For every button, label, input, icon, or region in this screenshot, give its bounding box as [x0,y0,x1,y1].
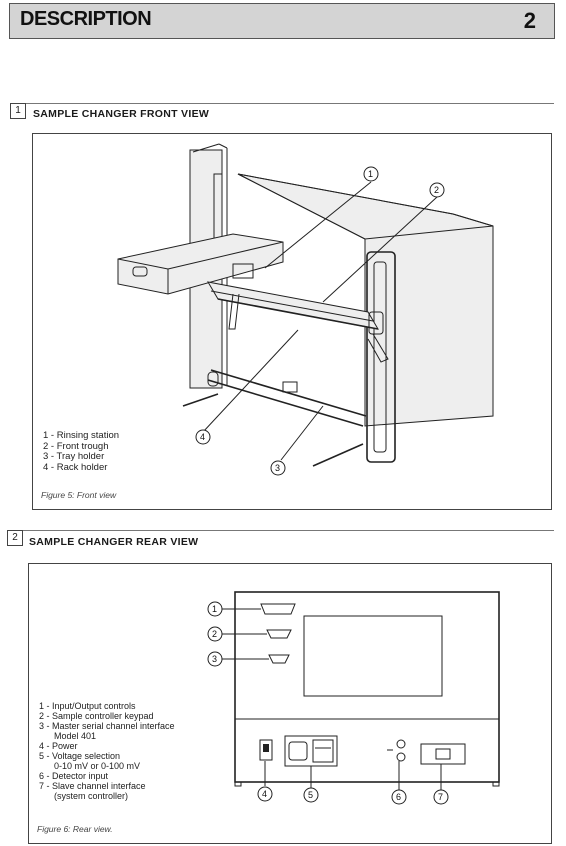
figure6-caption: Figure 6: Rear view. [37,824,113,834]
svg-text:5: 5 [308,790,313,800]
rear-window [303,615,443,697]
section1-number: 1 [10,103,26,119]
svg-text:1: 1 [368,169,373,179]
legend-item: 1 - Input/Output controls [39,701,136,711]
svg-text:7: 7 [438,792,443,802]
svg-text:3: 3 [275,463,280,473]
connector-master [268,654,290,664]
legend-item: 7 - Slave channel interface [39,781,146,791]
section1-title: SAMPLE CHANGER FRONT VIEW [33,108,210,120]
page-title: DESCRIPTION [20,8,152,30]
svg-text:3: 3 [212,654,217,664]
callout-3: 3 [207,651,223,667]
callout-5: 5 [303,787,319,803]
legend-item: 4 - Power [39,741,78,751]
legend-item: 2 - Sample controller keypad [39,711,154,721]
figure6-legend: 1 - Input/Output controls 2 - Sample con… [39,701,175,801]
figure5-panel: 1 2 3 4 1 - Rinsing station 2 - Front tr… [32,133,552,510]
svg-text:2: 2 [212,629,217,639]
callout-4: 4 [195,429,211,445]
section1-rule [10,103,554,104]
callout-2: 2 [429,182,445,198]
legend-item: 5 - Voltage selection [39,751,121,761]
front-view-drawing: 1 2 3 4 [117,143,494,476]
legend-item: Model 401 [39,731,97,741]
svg-text:6: 6 [396,792,401,802]
callout-4: 4 [257,786,273,802]
figure5-caption: Figure 5: Front view [41,490,117,500]
svg-text:1: 1 [212,604,217,614]
svg-text:4: 4 [200,432,205,442]
section2-title: SAMPLE CHANGER REAR VIEW [29,536,199,548]
legend-item: 6 - Detector input [39,771,109,781]
callout-3: 3 [270,460,286,476]
callout-1: 1 [207,601,223,617]
legend-item: 0-10 mV or 0-100 mV [39,761,141,771]
connector-io [260,603,296,615]
legend-item: 3 - Master serial channel interface [39,721,175,731]
legend-item: 4 - Rack holder [43,461,108,473]
legend-item: (system controller) [39,791,129,801]
page-number: 2 [523,8,536,33]
front-trough [207,281,379,330]
section2-number: 2 [7,530,23,546]
rear-view-drawing: 1 2 3 4 5 6 7 [207,591,500,805]
callout-1: 1 [363,166,379,182]
legend-item: 2 - Front trough [43,440,109,452]
legend-item: 3 - Tray holder [43,451,105,462]
figure5-legend: 1 - Rinsing station 2 - Front trough 3 -… [43,430,120,473]
connector-keypad [266,629,292,639]
callout-6: 6 [391,789,407,805]
rear-cabinet [234,591,500,783]
svg-text:4: 4 [262,789,267,799]
svg-text:2: 2 [434,185,439,195]
callout-2: 2 [207,626,223,642]
page-header: DESCRIPTION 2 [9,3,555,39]
section2-rule [10,530,554,531]
callout-7: 7 [433,789,449,805]
legend-item: 1 - Rinsing station [43,430,120,441]
figure6-panel: 1 2 3 4 5 6 7 1 - Input/Output controls … [28,563,552,844]
